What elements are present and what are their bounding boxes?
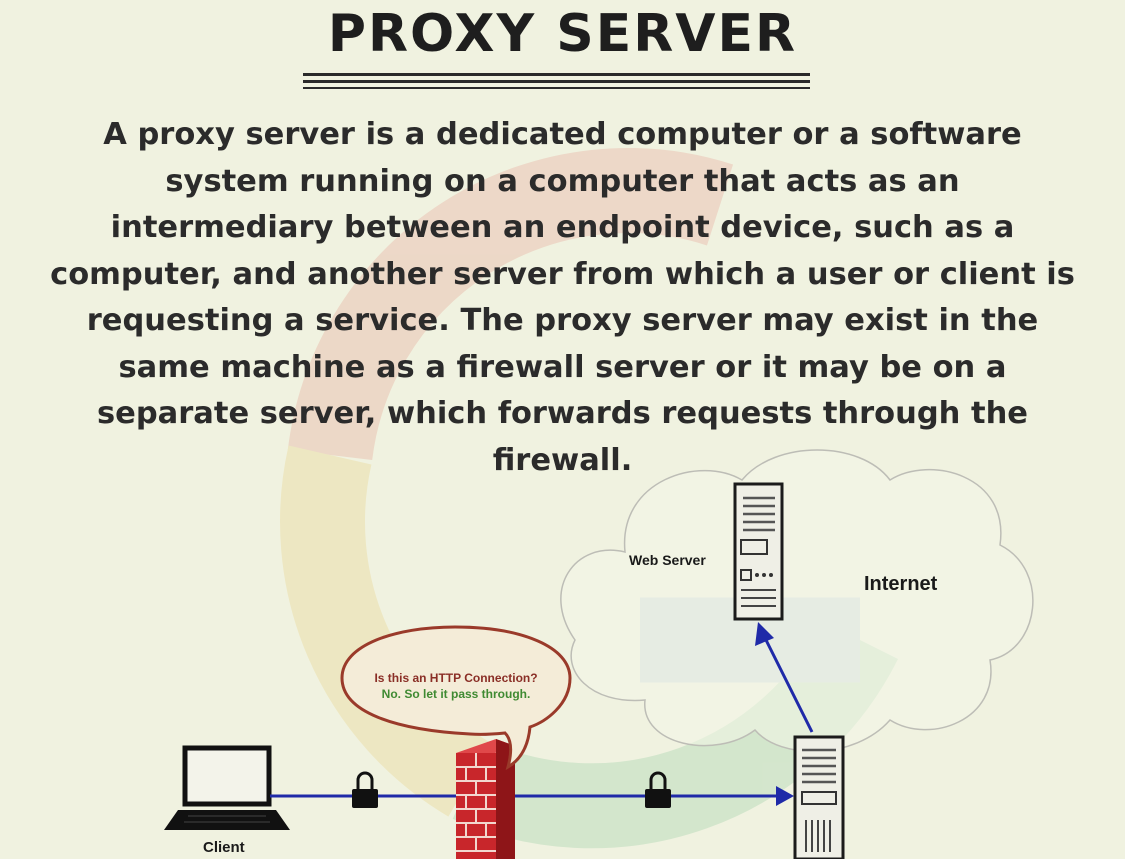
padlock-icon [352, 771, 378, 808]
title-divider-bottom [303, 87, 810, 89]
internet-label: Internet [864, 573, 938, 595]
bubble-question-text: Is this an HTTP Connection? [374, 671, 537, 685]
proxy-definition-text: A proxy server is a dedicated computer o… [50, 117, 1075, 478]
client-to-proxy-connection [270, 786, 794, 806]
web-server-icon [733, 482, 784, 621]
page-title: PROXY SERVER [327, 4, 798, 64]
internet-cloud [560, 449, 1034, 753]
firewall-speech-bubble: Is this an HTTP Connection? No. So let i… [340, 625, 572, 771]
proxy-server-icon [793, 735, 845, 859]
firewall-icon [456, 739, 515, 859]
proxy-to-web-server-arrow [755, 622, 814, 733]
padlock-icon [645, 771, 671, 808]
bubble-answer-text: No. So let it pass through. [382, 687, 531, 701]
client-label: Client [203, 839, 245, 856]
web-server-label: Web Server [629, 552, 706, 568]
title-divider-top [303, 73, 810, 76]
title-divider-middle [303, 80, 810, 83]
client-laptop-icon [164, 745, 290, 830]
